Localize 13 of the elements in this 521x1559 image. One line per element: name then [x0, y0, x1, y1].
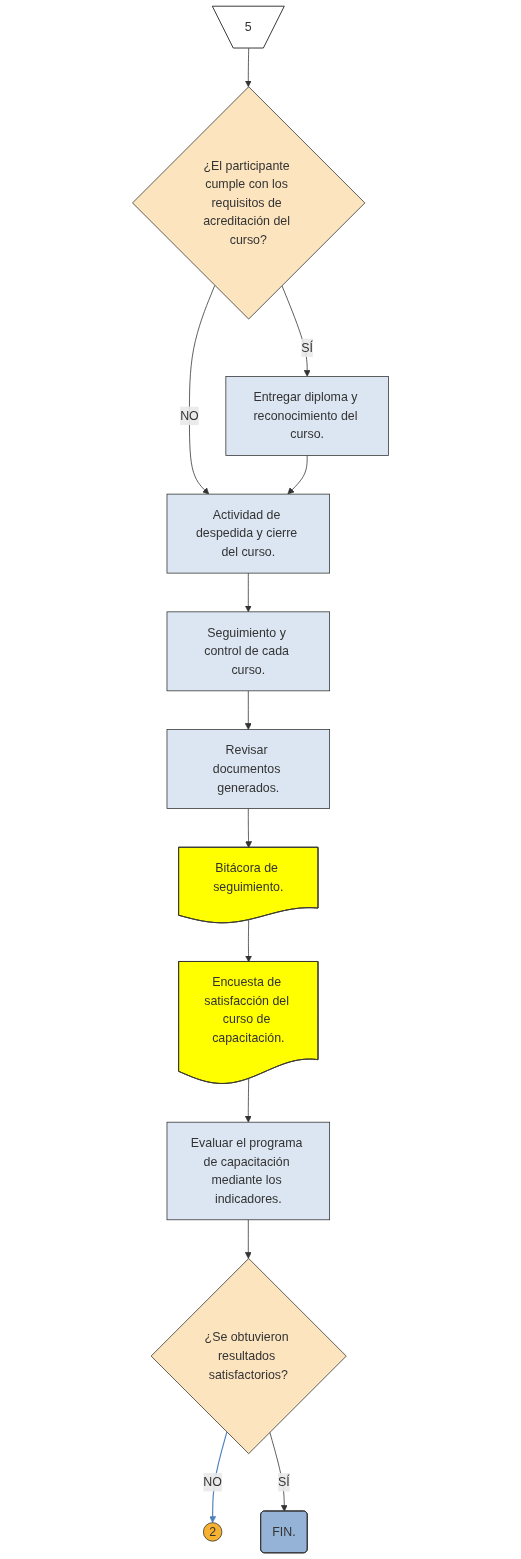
node-diamond: ¿El participante cumple con los requisitos de acreditación del curso?	[132, 86, 366, 320]
arrow	[209, 1431, 228, 1523]
node-box: Revisar documentos generados.	[166, 729, 330, 809]
node-box: Evaluar el programa de capacitación mediante los indicadores.	[166, 1121, 330, 1221]
edge-label: SÍ	[301, 340, 314, 354]
edge-label: NO	[203, 1475, 222, 1489]
node-box: Entregar diploma y reconocimiento del curso.	[225, 376, 389, 456]
edge-label: NO	[180, 408, 199, 423]
edge-label: SÍ	[278, 1475, 290, 1489]
node-circle: 2	[203, 1522, 223, 1542]
node-diamond: ¿Se obtuvieron resultados satisfactorios?	[150, 1258, 347, 1455]
node-box: Seguimiento y control de cada curso.	[166, 611, 330, 692]
node-box: Actividad de despedida y cierre del curso.	[166, 493, 330, 574]
